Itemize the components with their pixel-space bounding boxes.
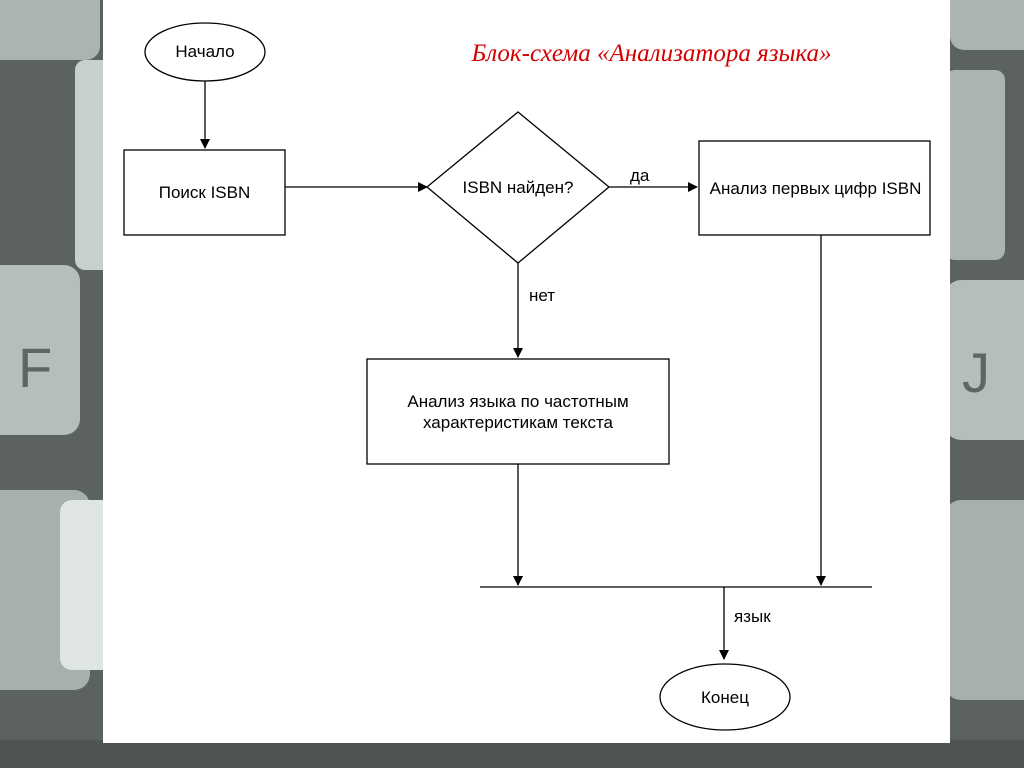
analyze-digits-box — [698, 140, 931, 236]
isbn-search-label: Поиск ISBN — [158, 183, 251, 202]
end-terminal — [659, 663, 791, 731]
no-label: нет — [529, 286, 556, 305]
language-label: язык — [734, 607, 771, 626]
analyze-freq-label: Анализ языка по частотным характеристика… — [407, 392, 629, 432]
page-title: Блок-схема «Анализатора языка» — [471, 40, 832, 67]
slide: Блок-схема «Анализатора языка» — [103, 0, 950, 743]
decision-label: ISBN найден? — [462, 177, 574, 197]
end-label: Конец — [701, 687, 749, 707]
key-f-letter: F — [18, 336, 52, 399]
key-j-letter: J — [962, 341, 990, 404]
analyze-digits-label: Анализ первых цифр ISBN — [709, 178, 922, 198]
flowchart — [123, 22, 931, 731]
key-j — [945, 280, 1024, 440]
analyze-freq-box — [366, 358, 670, 465]
key-f — [0, 265, 80, 435]
key-top-left — [0, 0, 100, 60]
start-label: Начало — [175, 41, 235, 61]
key-top-right — [950, 0, 1024, 50]
yes-label: да — [630, 166, 650, 185]
isbn-search-box — [123, 149, 286, 236]
